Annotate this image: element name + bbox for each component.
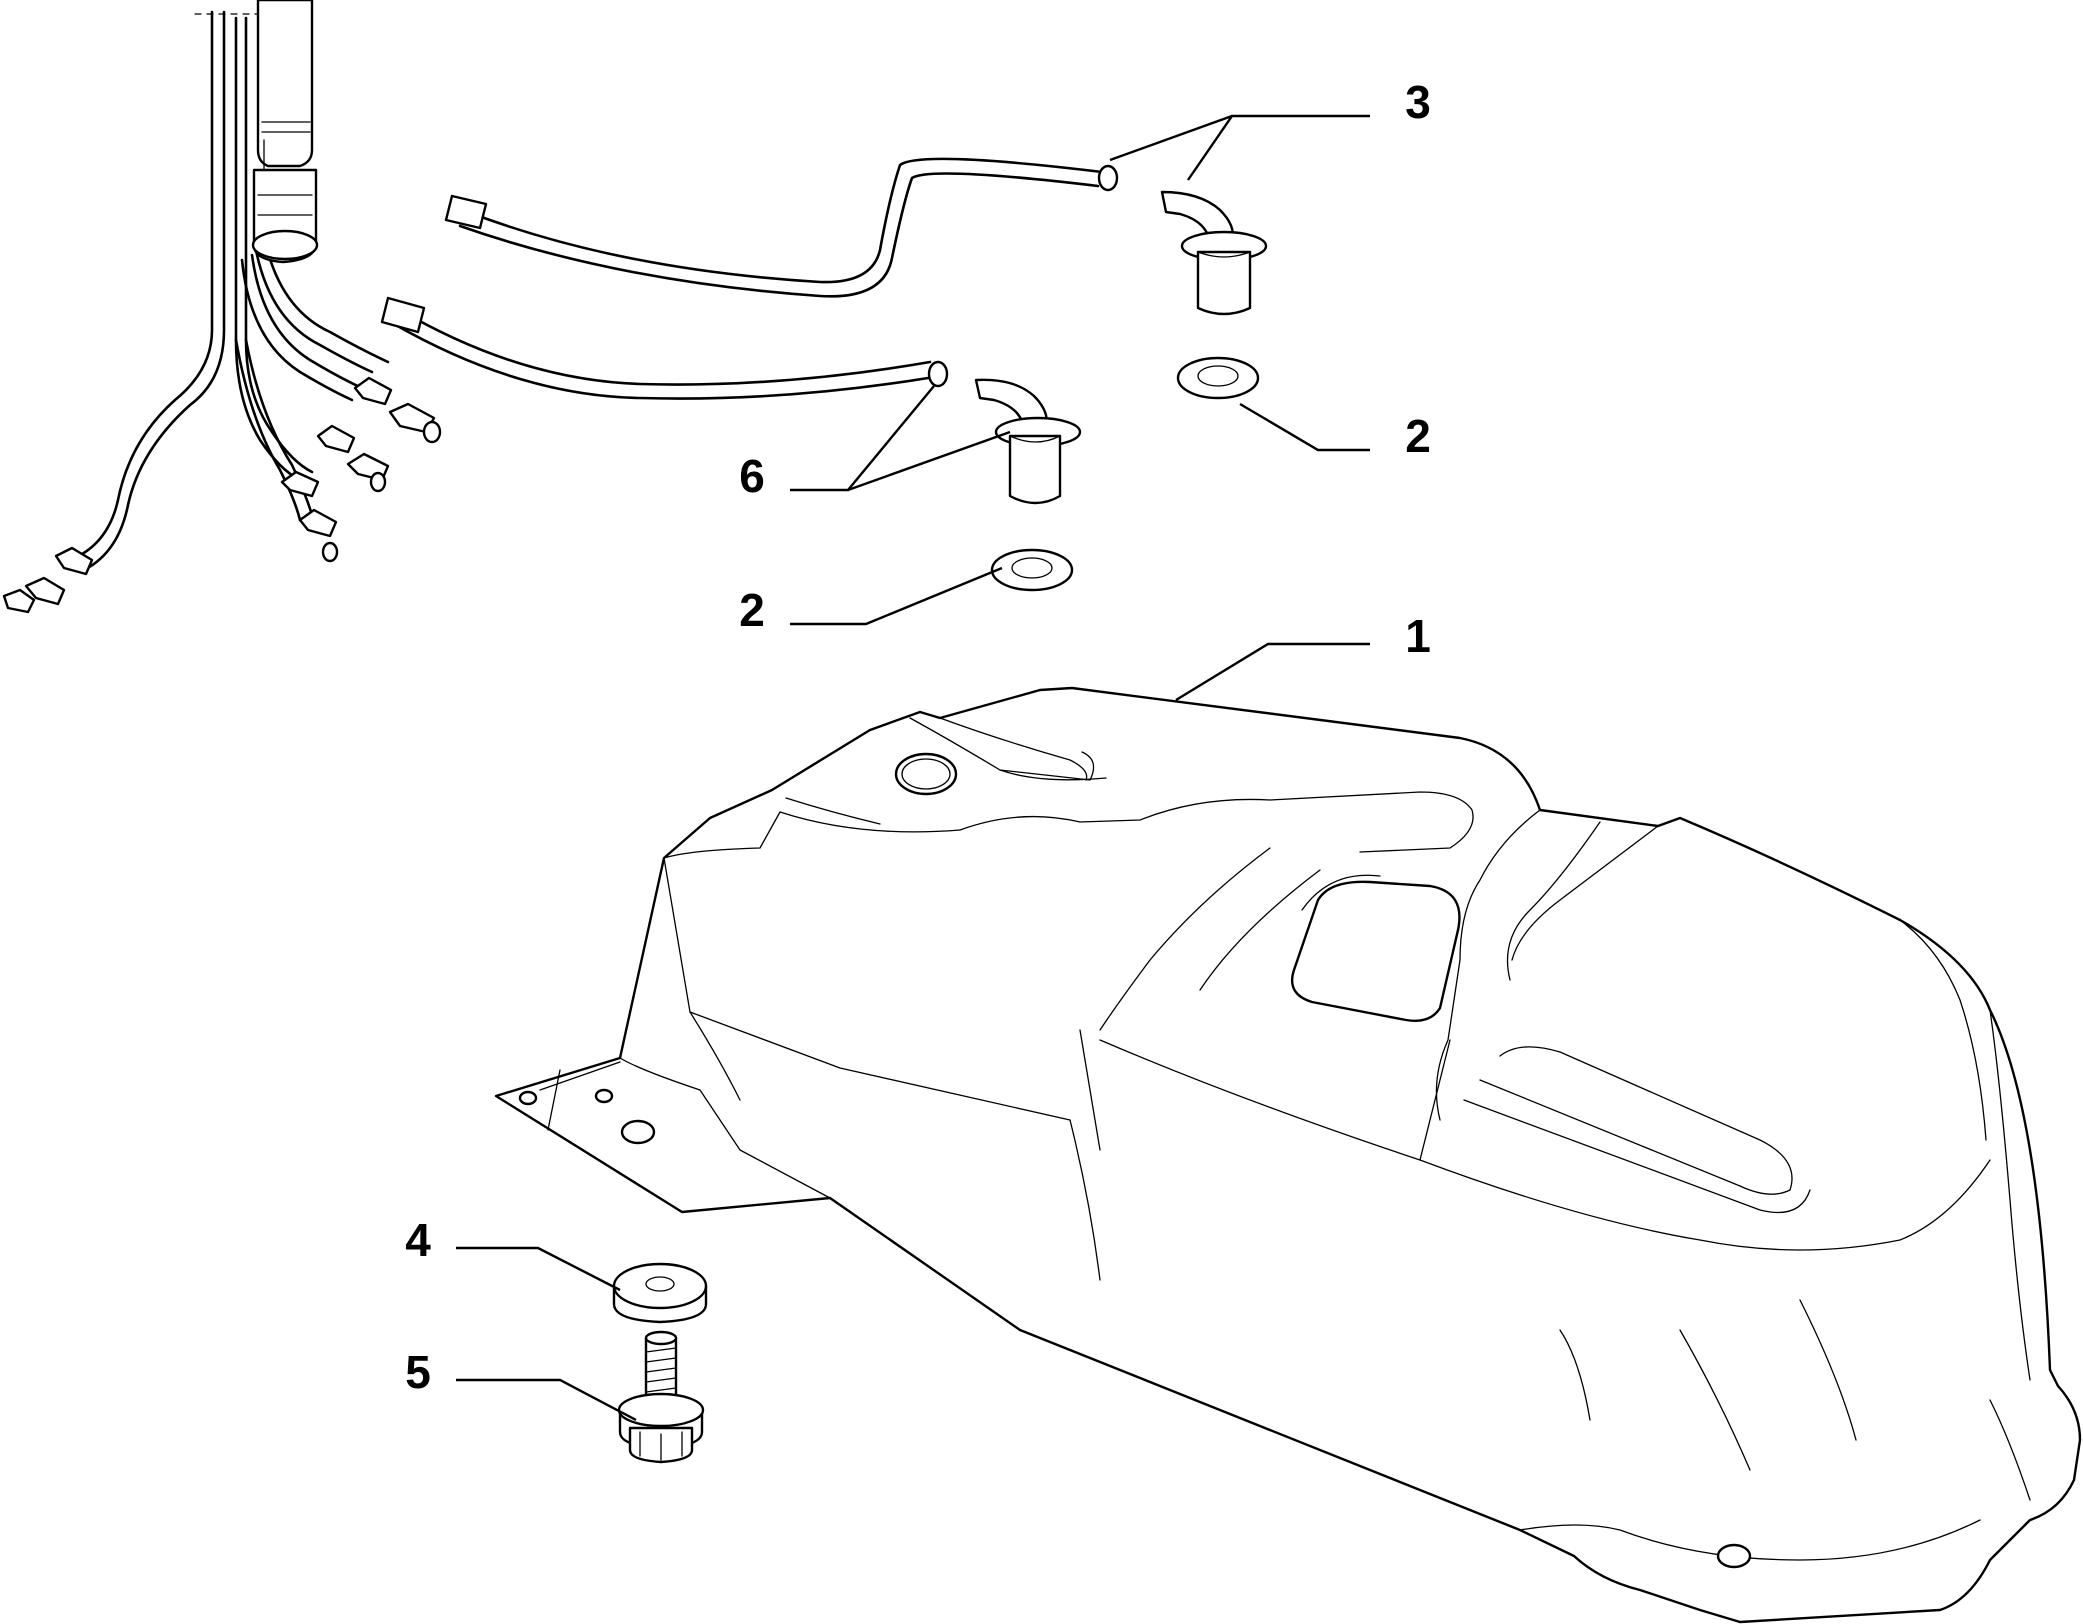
callout-1-label: 1 bbox=[1405, 610, 1431, 662]
fuel-tank bbox=[494, 686, 2082, 1624]
fuel-pipe-upper bbox=[444, 157, 1119, 298]
callout-2-left-label: 2 bbox=[739, 584, 765, 636]
callout-4-label: 4 bbox=[405, 1214, 431, 1266]
harness-connector-tips bbox=[2, 376, 442, 614]
fuel-pipe-lower bbox=[380, 296, 949, 400]
callout-5-label: 5 bbox=[405, 1346, 431, 1398]
seal-ring-right bbox=[1176, 356, 1260, 400]
washer bbox=[612, 1262, 708, 1324]
fitting-right bbox=[1160, 190, 1268, 316]
wiring-harness bbox=[2, 0, 442, 614]
callout-3-label: 3 bbox=[1405, 76, 1431, 128]
fitting-left bbox=[974, 378, 1082, 505]
bolt bbox=[617, 1330, 705, 1464]
callout-6-label: 6 bbox=[739, 450, 765, 502]
callout-leaders bbox=[456, 114, 1370, 1422]
callout-2-right-label: 2 bbox=[1405, 410, 1431, 462]
seal-ring-left bbox=[990, 548, 1074, 592]
